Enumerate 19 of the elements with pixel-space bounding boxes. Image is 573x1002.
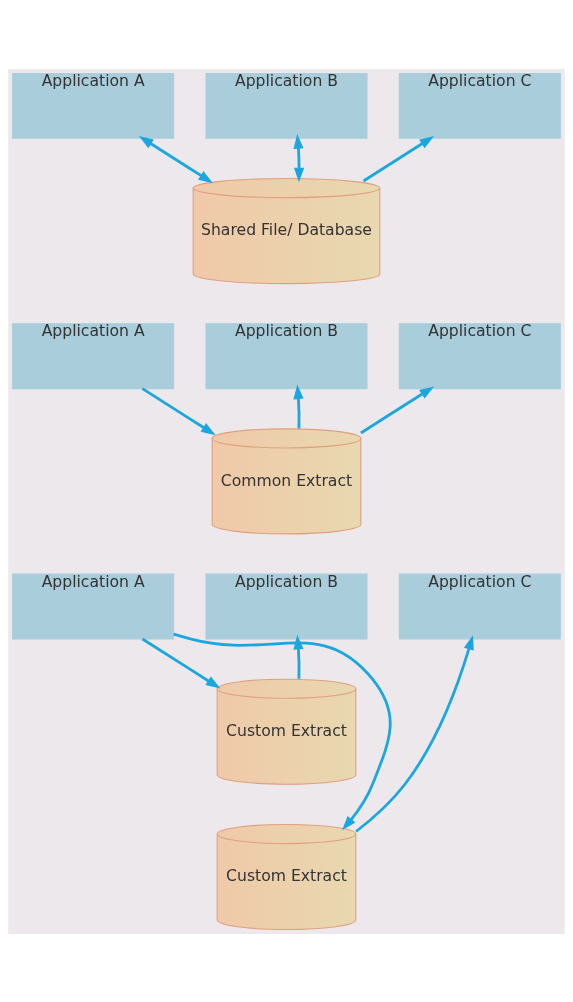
arrow: [293, 634, 304, 679]
node-box: Application C: [398, 322, 561, 389]
arrow: [141, 387, 216, 435]
node-box: Application B: [205, 573, 368, 639]
arrow: [138, 135, 214, 183]
node-box: Application A: [12, 322, 175, 389]
arrow: [293, 133, 305, 182]
node-box: Application B: [205, 72, 368, 139]
arrow: [360, 385, 435, 434]
arrow: [173, 632, 392, 830]
arrow: [355, 634, 474, 833]
node-box: Application C: [398, 72, 561, 139]
node-box: Application C: [398, 573, 561, 639]
node-box: Application A: [12, 573, 175, 639]
arrow: [293, 383, 304, 428]
arrow: [362, 135, 435, 182]
arrow: [141, 637, 221, 689]
node-box: Application A: [12, 72, 175, 139]
node-box: Application B: [205, 322, 368, 389]
